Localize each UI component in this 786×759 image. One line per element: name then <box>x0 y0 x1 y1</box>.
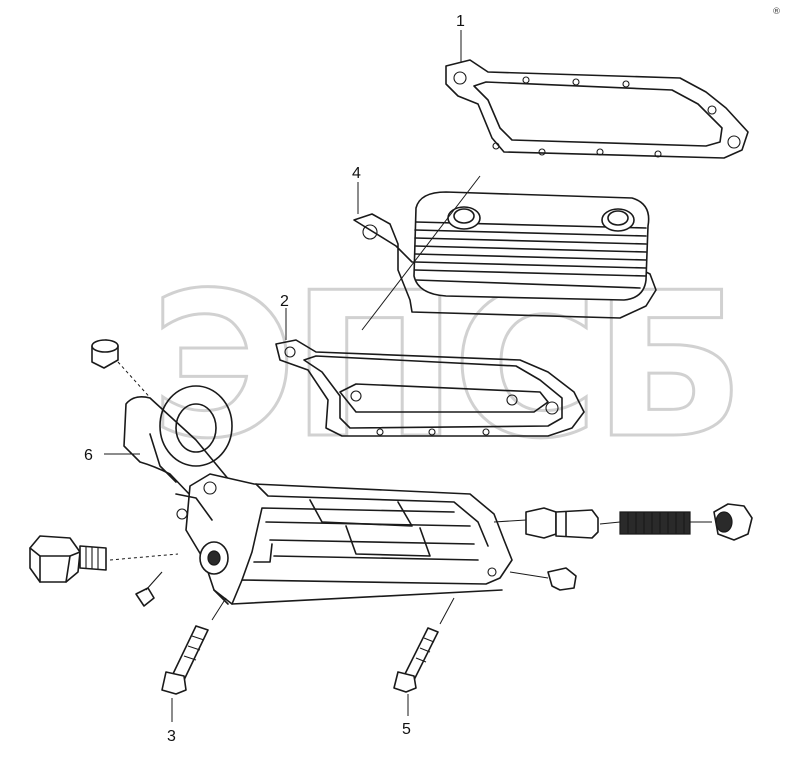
gasket-middle <box>275 339 585 437</box>
cap <box>91 339 119 369</box>
bolt-3 <box>161 597 227 695</box>
gasket-top <box>445 59 749 159</box>
callout-5: 5 <box>402 721 411 738</box>
leader-cap <box>117 361 155 403</box>
callout-6: 6 <box>84 447 93 464</box>
callout-4: 4 <box>352 165 361 182</box>
callout-2: 2 <box>280 293 289 310</box>
oil-cooler-core <box>353 191 657 319</box>
small-fitting <box>135 571 163 607</box>
bolt-5 <box>393 597 455 693</box>
callout-1: 1 <box>456 13 465 30</box>
leader-core-gasket <box>361 175 481 331</box>
callout-3: 3 <box>167 728 176 745</box>
bypass-valve <box>493 503 753 541</box>
clip <box>509 567 577 591</box>
corner-mark: ® <box>772 7 781 17</box>
drain-plug <box>29 535 179 583</box>
cooler-housing <box>175 473 513 605</box>
